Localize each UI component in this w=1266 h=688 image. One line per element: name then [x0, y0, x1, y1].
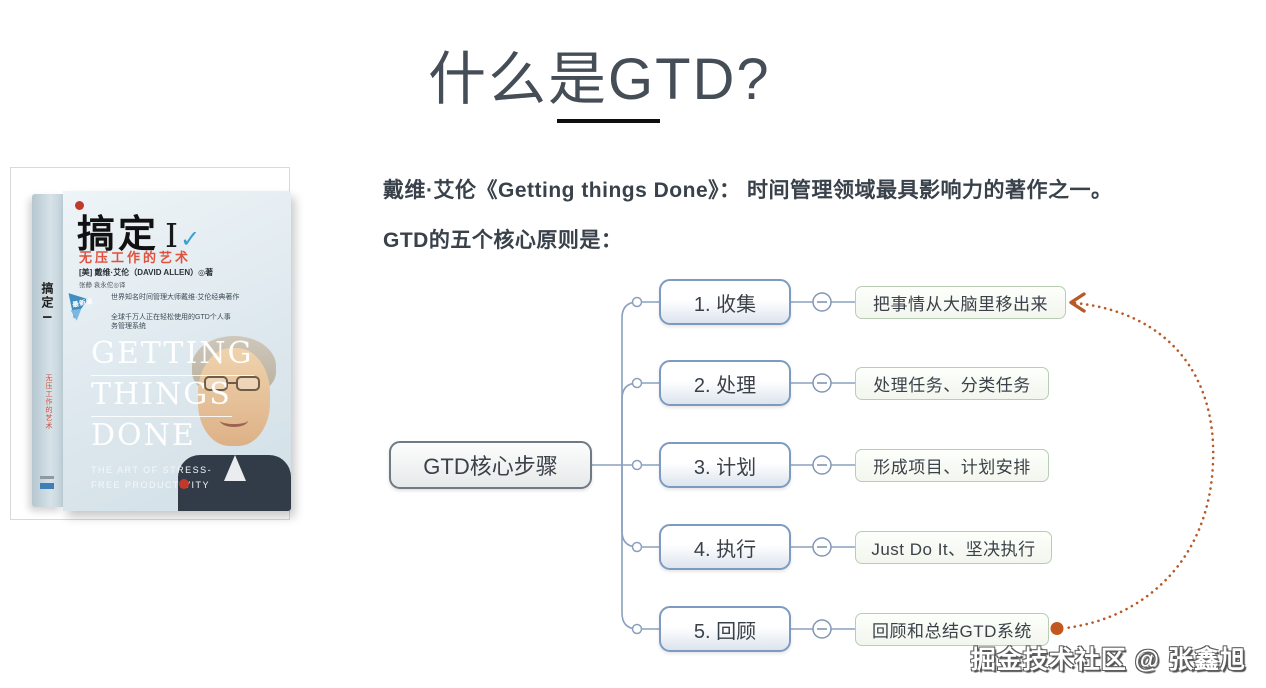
loop-start-dot-icon	[1050, 622, 1064, 635]
junction-dot-icon	[631, 459, 643, 471]
page-title: 什么是GTD?	[428, 47, 771, 112]
junction-dot-icon	[631, 377, 643, 389]
step-node-do: 4. 执行	[659, 524, 791, 570]
step-node-review: 5. 回顾	[659, 606, 791, 652]
collapse-icon	[812, 373, 832, 393]
portrait-shirt	[224, 455, 246, 481]
book-title-en-line2: THINGS	[91, 380, 232, 417]
spine-barcode-mark	[40, 483, 54, 489]
loop-dotted-curve	[1064, 301, 1215, 630]
book-translator-line: 张静 袁永佗◎译	[79, 282, 126, 289]
book-blurb-2: 全球千万人正在轻松使用的GTD个人事务管理系统	[111, 314, 231, 331]
book-subtitle-cn: 无压工作的艺术	[79, 250, 192, 265]
portrait-smile	[220, 414, 248, 427]
portrait-face	[198, 348, 270, 446]
mindmap-root-node: GTD核心步骤	[389, 441, 592, 489]
junction-dot-icon	[631, 541, 643, 553]
collapse-icon	[812, 455, 832, 475]
desc-node-plan: 形成项目、计划安排	[855, 449, 1049, 482]
book-title-en-line1: GETTING	[91, 339, 254, 376]
glasses-left-lens	[204, 376, 228, 391]
check-icon: ✓	[180, 226, 201, 253]
collapse-icon	[812, 292, 832, 312]
glasses-bridge	[228, 382, 236, 384]
title-underline	[557, 119, 660, 123]
book-spine: 搞定 I 无压工作的艺术	[32, 194, 63, 507]
desc-node-process: 处理任务、分类任务	[855, 367, 1049, 400]
step-node-process: 2. 处理	[659, 360, 791, 406]
step-node-collect: 1. 收集	[659, 279, 791, 325]
junction-dot-icon	[631, 623, 643, 635]
intro-line-1: 戴维·艾伦《Getting things Done》： 时间管理领域最具影响力的…	[383, 179, 1113, 202]
book-tagline-en: THE ART OF STRESS-FREE PRODUCTIVITY	[91, 465, 213, 491]
desc-node-do: Just Do It、坚决执行	[855, 531, 1052, 564]
junction-dot-icon	[631, 296, 643, 308]
book-title-en-line3: DONE	[91, 418, 196, 453]
publisher-logo-icon	[75, 201, 84, 210]
loop-arrowhead-icon	[1069, 292, 1086, 313]
branch-line-2	[621, 382, 659, 465]
branch-line-5	[621, 465, 659, 630]
david-allen-portrait	[178, 336, 291, 511]
junction-dots	[631, 296, 643, 635]
step-node-plan: 3. 计划	[659, 442, 791, 488]
spine-subtitle: 无压工作的艺术	[45, 374, 52, 430]
collapse-icon	[812, 537, 832, 557]
publisher-seal-icon	[179, 479, 189, 489]
collapse-icons	[812, 292, 832, 639]
desc-node-collect: 把事情从大脑里移出来	[855, 286, 1066, 319]
intro-line-2: GTD的五个核心原则是：	[383, 229, 623, 252]
book-volume: I	[165, 216, 179, 255]
branch-line-4	[621, 465, 659, 548]
branch-line-1	[621, 301, 659, 465]
collapse-icon	[812, 619, 832, 639]
book-author-line: [美] 戴维·艾伦（DAVID ALLEN）◎著	[79, 268, 214, 277]
glasses-right-lens	[236, 376, 260, 391]
review-loop-arrow	[1050, 292, 1215, 635]
spine-publisher-mark	[40, 476, 54, 479]
book-title-cn: 搞定	[77, 214, 160, 256]
book-title-en: GETTING THINGS DONE	[91, 339, 254, 461]
spine-title: 搞定 I	[40, 282, 54, 321]
desc-node-review: 回顾和总结GTD系统	[855, 613, 1049, 646]
watermark: 掘金技术社区 @ 张鑫旭	[970, 646, 1246, 674]
book-blurb-1: 世界知名时间管理大师戴维·艾伦经典著作	[111, 294, 240, 301]
